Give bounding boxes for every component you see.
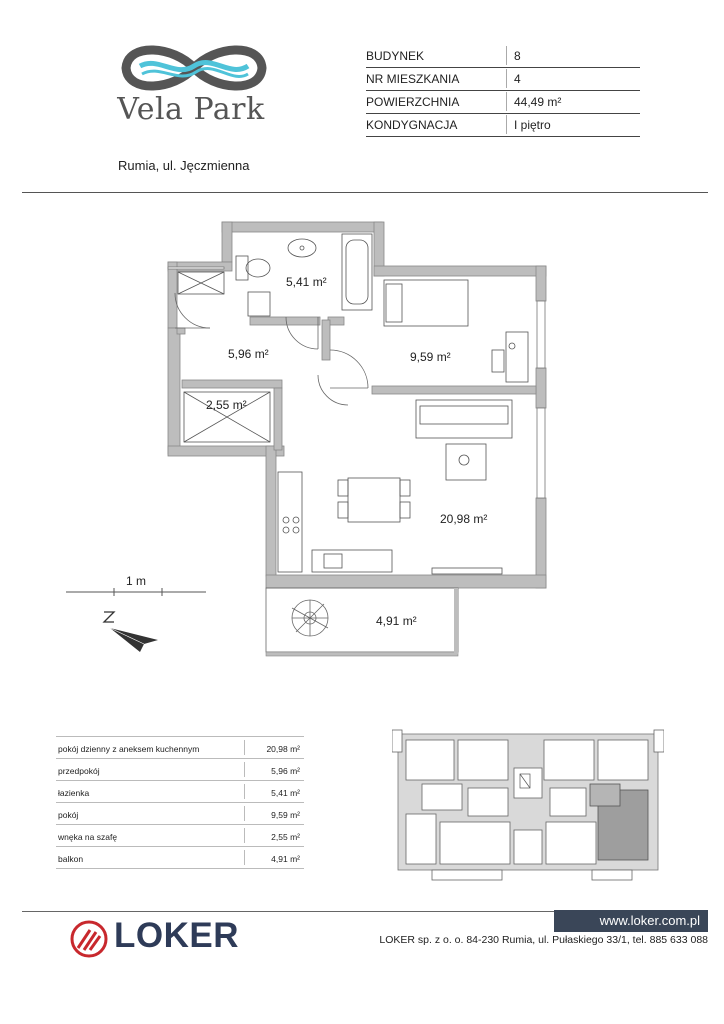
info-value: 8 — [514, 49, 521, 63]
info-value: 4 — [514, 72, 521, 86]
vela-park-infinity-logo — [121, 45, 267, 91]
company-info: LOKER sp. z o. o. 84-230 Rumia, ul. Puła… — [379, 934, 708, 946]
building-key-plan — [392, 729, 664, 881]
floor-plan — [167, 221, 547, 657]
info-row-building: BUDYNEK 8 — [366, 44, 640, 68]
info-row-area: POWIERZCHNIA 44,49 m² — [366, 90, 640, 114]
table-row: pokój 9,59 m² — [56, 803, 304, 825]
room-label-bedroom: 9,59 m² — [410, 350, 451, 364]
row-name: łazienka — [58, 788, 90, 798]
row-name: balkon — [58, 854, 84, 864]
table-row: wnęka na szafę 2,55 m² — [56, 825, 304, 847]
row-name: przedpokój — [58, 766, 100, 776]
footer-divider — [22, 911, 708, 912]
table-row: przedpokój 5,96 m² — [56, 759, 304, 781]
table-row: pokój dzienny z aneksem kuchennym 20,98 … — [56, 736, 304, 759]
row-area: 5,41 m² — [271, 788, 300, 798]
company-logo-text: LOKER — [114, 916, 239, 955]
address: Rumia, ul. Jęczmienna — [118, 158, 250, 173]
room-label-hall: 5,96 m² — [228, 347, 269, 361]
website-link[interactable]: www.loker.com.pl — [554, 910, 708, 932]
row-name: pokój — [58, 810, 79, 820]
room-label-living: 20,98 m² — [440, 512, 488, 526]
areas-table: pokój dzienny z aneksem kuchennym 20,98 … — [56, 736, 304, 869]
row-area: 2,55 m² — [271, 832, 300, 842]
row-area: 4,91 m² — [271, 854, 300, 864]
info-label: POWIERZCHNIA — [366, 95, 460, 109]
room-label-wardrobe: 2,55 m² — [206, 398, 247, 412]
scale-bar — [66, 588, 206, 596]
info-value: 44,49 m² — [514, 95, 562, 109]
brand-name: Vela Park — [117, 92, 265, 127]
room-label-bathroom: 5,41 m² — [286, 275, 327, 289]
info-label: BUDYNEK — [366, 49, 425, 63]
header-divider — [22, 192, 708, 193]
row-name: wnęka na szafę — [58, 832, 118, 842]
row-name: pokój dzienny z aneksem kuchennym — [58, 744, 200, 754]
table-row: balkon 4,91 m² — [56, 847, 304, 869]
info-label: NR MIESZKANIA — [366, 72, 460, 86]
north-arrow-icon — [102, 611, 158, 652]
room-label-balcony: 4,91 m² — [376, 614, 417, 628]
row-area: 5,96 m² — [271, 766, 300, 776]
scale-label: 1 m — [126, 574, 147, 588]
info-label: KONDYGNACJA — [366, 118, 458, 132]
row-area: 20,98 m² — [266, 744, 300, 754]
info-row-apartment: NR MIESZKANIA 4 — [366, 67, 640, 91]
info-value: I piętro — [514, 118, 551, 132]
table-row: łazienka 5,41 m² — [56, 781, 304, 803]
info-row-floor: KONDYGNACJA I piętro — [366, 113, 640, 137]
row-area: 9,59 m² — [271, 810, 300, 820]
loker-logo-icon — [70, 920, 108, 958]
